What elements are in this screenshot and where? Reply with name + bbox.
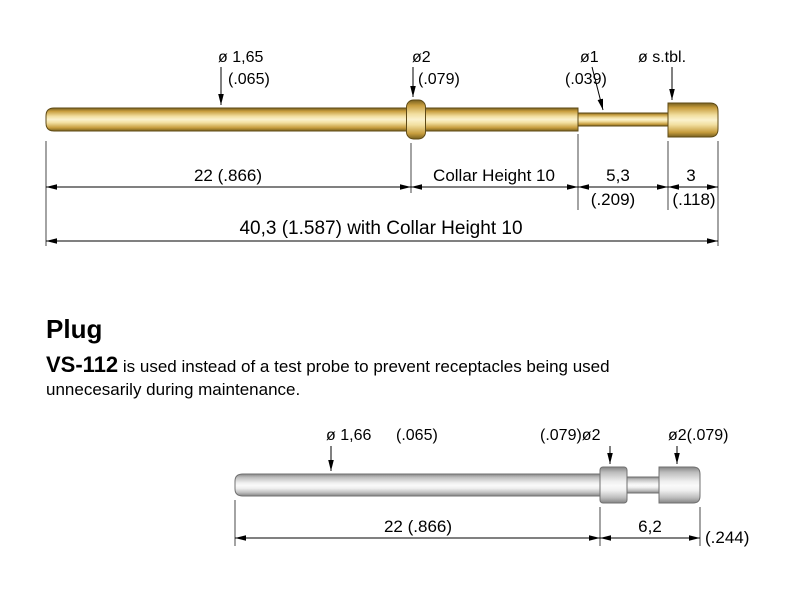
receptacle-tip-rod — [577, 112, 669, 127]
receptacle-drawing: ø 1,65 (.065) ø2 (.079) ø1 (.039) ø s.tb… — [45, 49, 719, 246]
label-barrel-dia-in: (.065) — [228, 71, 270, 88]
plug-neck — [626, 476, 660, 494]
receptacle-end-piece — [667, 102, 719, 138]
label-end-dia: ø s.tbl. — [638, 49, 686, 66]
dim-end-length-in: (.118) — [672, 190, 715, 209]
dim-collar-height: Collar Height 10 — [433, 166, 555, 185]
description-text: VS-112 is used instead of a test probe t… — [46, 353, 746, 401]
plug-description-block: Plug VS-112 is used instead of a test pr… — [46, 314, 746, 401]
plug-end-piece — [658, 466, 701, 504]
leader-tip-dia — [591, 66, 604, 111]
description-line1: is used instead of a test probe to preve… — [118, 357, 610, 376]
model-name: VS-112 — [46, 352, 119, 377]
description-line2: unnecesarily during maintenance. — [46, 380, 301, 399]
label-collar-dia-mm: ø2 — [412, 49, 431, 66]
section-heading: Plug — [46, 314, 103, 344]
dim-plug-end-length-in: (.244) — [705, 528, 749, 547]
label-plug-barrel-dia-in: (.065) — [396, 427, 438, 444]
label-plug-collar-dia: (.079)ø2 — [540, 427, 601, 444]
receptacle-barrel — [45, 107, 579, 132]
receptacle-collar — [406, 99, 426, 140]
plug-collar — [599, 466, 628, 504]
label-plug-end-dia: ø2(.079) — [668, 427, 728, 444]
label-plug-barrel-dia-mm: ø 1,66 — [326, 427, 371, 444]
label-collar-dia-in: (.079) — [418, 71, 460, 88]
plug-barrel — [234, 473, 601, 497]
label-barrel-dia-mm: ø 1,65 — [218, 49, 263, 66]
dim-tip-length-in: (.209) — [591, 190, 635, 209]
dim-end-length-mm: 3 — [686, 166, 695, 185]
dim-plug-end-length-mm: 6,2 — [638, 517, 662, 536]
dim-plug-barrel-length: 22 (.866) — [384, 517, 452, 536]
plug-drawing: ø 1,66 (.065) (.079)ø2 ø2(.079) 22 (.866… — [234, 427, 749, 547]
label-tip-dia-in: (.039) — [565, 71, 607, 88]
dim-overall: 40,3 (1.587) with Collar Height 10 — [239, 218, 522, 239]
dim-barrel-length: 22 (.866) — [194, 166, 262, 185]
dim-tip-length-mm: 5,3 — [606, 166, 630, 185]
label-tip-dia-mm: ø1 — [580, 49, 599, 66]
